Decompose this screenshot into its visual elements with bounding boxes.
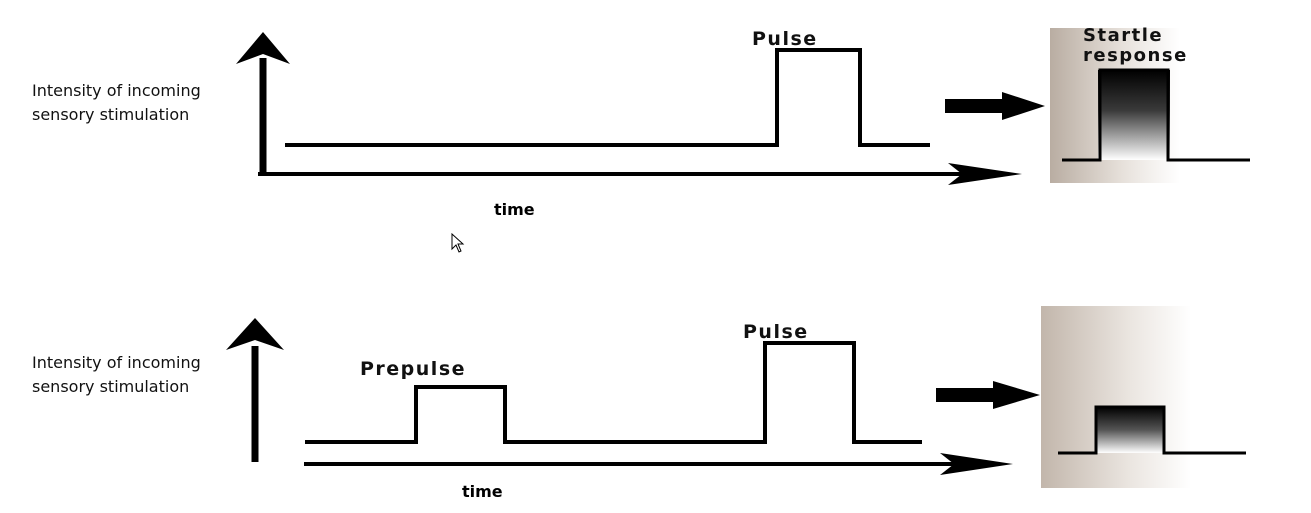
row2-startle-response-panel xyxy=(1041,306,1246,488)
row1-startle-response-trace xyxy=(1062,68,1250,162)
row1-y-axis-label: Intensity of incoming sensory stimulatio… xyxy=(32,79,232,127)
row1-x-axis-arrowhead xyxy=(948,163,1022,185)
row2-signal-trace xyxy=(305,341,922,444)
row1-y-axis-label-line1: Intensity of incoming xyxy=(32,81,201,100)
row2-y-axis-label-line1: Intensity of incoming xyxy=(32,353,201,372)
row2-x-axis-label: time xyxy=(462,482,503,501)
row1-startle-response-label-line1: Startle xyxy=(1083,25,1164,46)
row2-prepulse-label: Prepulse xyxy=(360,358,467,380)
row2-x-axis-arrowhead xyxy=(940,453,1013,475)
row1-startle-response-panel xyxy=(1050,28,1280,183)
row2-result-arrow xyxy=(936,381,1040,409)
row2-y-axis-arrowhead xyxy=(226,318,284,350)
row1-pulse-label: Pulse xyxy=(752,28,818,50)
row1-stimulus-plot xyxy=(236,32,1022,185)
row1-result-arrow xyxy=(945,92,1045,120)
row2-startle-response-trace xyxy=(1058,405,1246,455)
row1-startle-response-shape xyxy=(1098,70,1170,160)
row2-startle-response-shape xyxy=(1095,407,1165,453)
mouse-cursor-icon xyxy=(451,233,465,253)
row1-signal-trace xyxy=(285,48,930,147)
row1-startle-response-label: Startle response xyxy=(1083,26,1188,66)
row1-startle-response-label-line2: response xyxy=(1083,45,1188,66)
row2-stimulus-plot xyxy=(226,318,1013,475)
row2-pulse-label: Pulse xyxy=(743,321,809,343)
row1-y-axis-label-line2: sensory stimulation xyxy=(32,105,190,124)
row1-y-axis-arrowhead xyxy=(236,32,290,64)
row2-y-axis-label: Intensity of incoming sensory stimulatio… xyxy=(32,351,232,399)
row2-y-axis-label-line2: sensory stimulation xyxy=(32,377,190,396)
row1-x-axis-label: time xyxy=(494,200,535,219)
